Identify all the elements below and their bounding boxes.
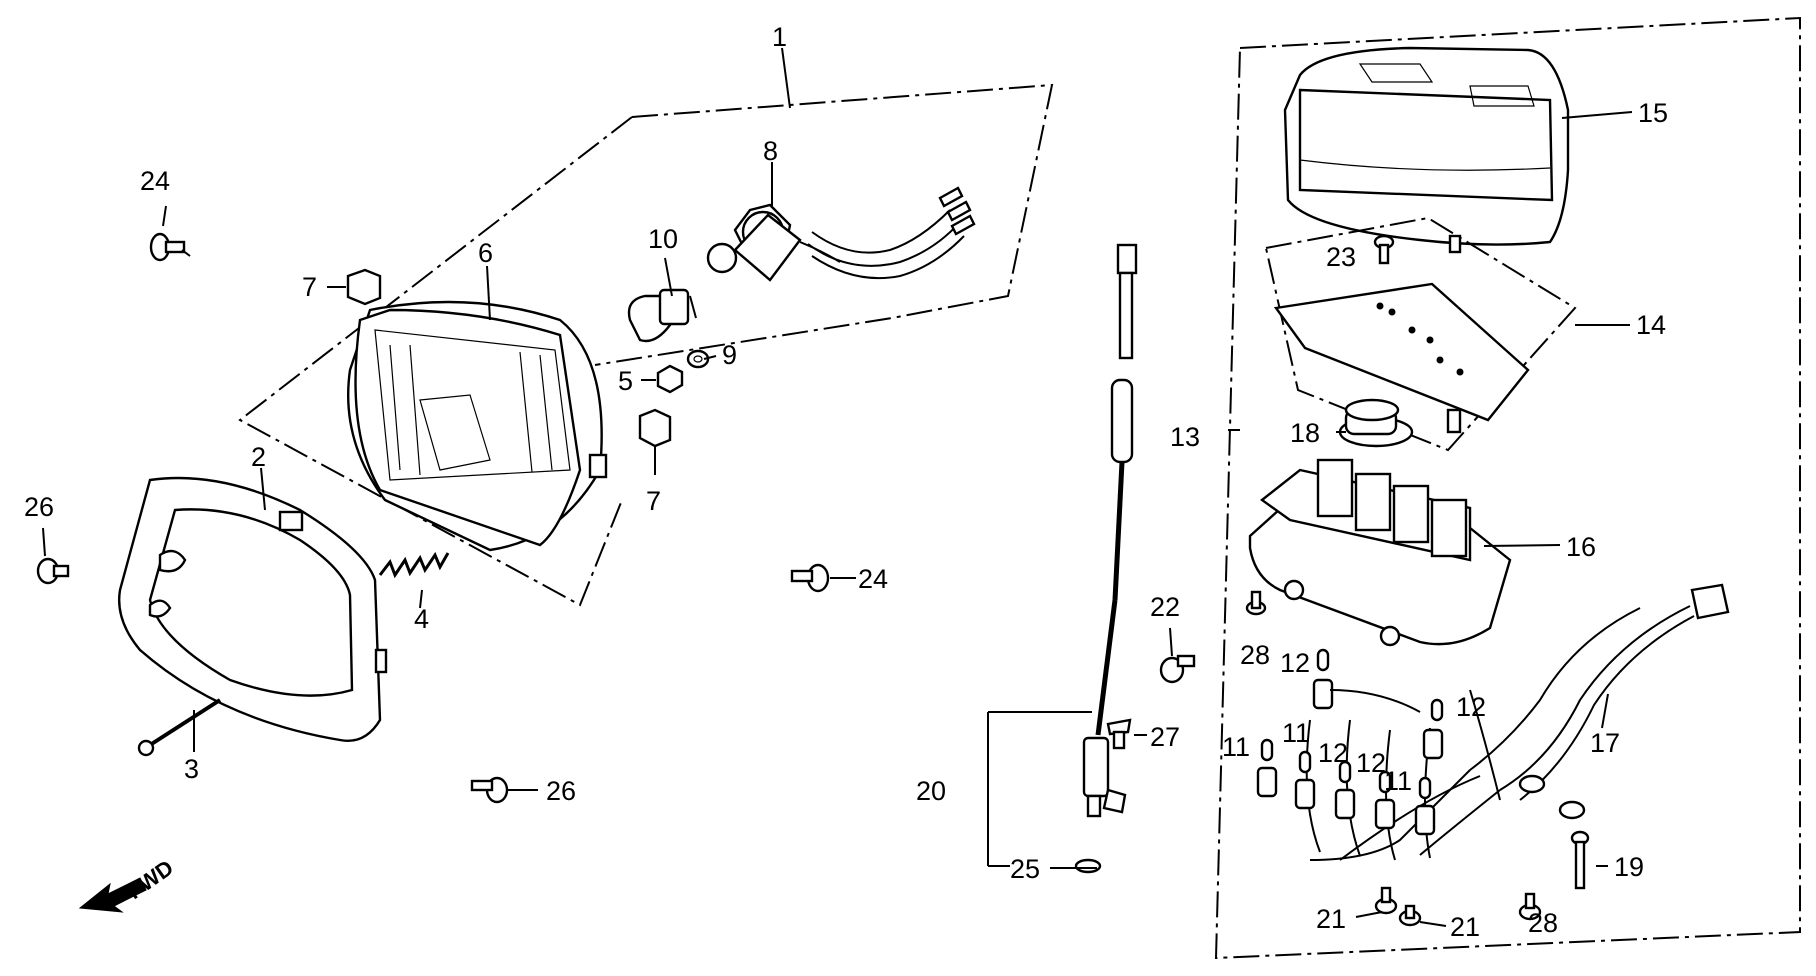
callout-22: 22 (1150, 592, 1180, 622)
wire-harness (1305, 583, 1730, 861)
callout-6: 6 (478, 238, 493, 268)
speedometer-cable (1082, 243, 1138, 818)
callout-9: 9 (722, 340, 737, 370)
screw-28-upper (1245, 590, 1267, 616)
bolt-22 (1159, 654, 1196, 684)
forward-arrow-icon: FWD (78, 855, 178, 913)
leader-lines (42, 111, 1633, 927)
bolt-19 (1570, 830, 1590, 890)
callout-1: 1 (772, 22, 787, 52)
callout-11-b: 11 (1282, 718, 1310, 748)
callout-12-c: 12 (1318, 738, 1348, 768)
nut-5 (656, 364, 684, 394)
callout-7-upper: 7 (302, 272, 317, 302)
callout-16: 16 (1566, 532, 1596, 562)
callout-24-lower: 24 (858, 564, 888, 594)
callout-25: 25 (1010, 854, 1040, 884)
callout-28-upper: 28 (1240, 640, 1270, 670)
callout-23: 23 (1326, 242, 1356, 272)
callout-12-a: 12 (1280, 648, 1310, 678)
callout-26-bottom: 26 (546, 776, 576, 806)
callout-19: 19 (1614, 852, 1644, 882)
screw-21-right (1398, 904, 1422, 927)
grommet-9 (686, 349, 710, 369)
headlight-unit (346, 300, 608, 552)
rim-screw (137, 698, 222, 757)
bolt-26-bottom (470, 776, 509, 804)
callout-18: 18 (1290, 418, 1320, 448)
illumination-socket (1338, 398, 1414, 448)
callout-21-right: 21 (1450, 912, 1480, 942)
callout-12-b: 12 (1456, 692, 1486, 722)
callout-13: 13 (1170, 422, 1200, 452)
callout-28-lower: 28 (1528, 908, 1558, 938)
callout-12-d: 12 (1356, 748, 1386, 778)
meter-assembly-outline (1214, 16, 1801, 960)
meter-lower-case (1248, 458, 1512, 647)
cable-bracket (987, 711, 1092, 867)
small-bulbs (1260, 648, 1444, 800)
bulb-socket (706, 186, 976, 282)
callout-8: 8 (763, 136, 778, 166)
callout-21-left: 21 (1316, 904, 1346, 934)
headlight-bulb (627, 288, 697, 343)
screw-28-lower (1518, 892, 1542, 921)
bulb-sockets (1256, 678, 1444, 836)
callout-7-lower: 7 (646, 486, 661, 516)
clip-nut-7-upper (346, 268, 382, 306)
callout-11-a: 11 (1222, 732, 1250, 762)
callout-17: 17 (1590, 728, 1620, 758)
callout-3: 3 (184, 754, 199, 784)
screw-21-left (1374, 886, 1398, 915)
callout-4: 4 (414, 604, 429, 634)
bolt-26-left (36, 557, 70, 585)
fwd-label: FWD (123, 855, 178, 904)
bolt-24-upper (149, 232, 191, 262)
screw-23 (1373, 234, 1395, 265)
callout-26-left: 26 (24, 492, 54, 522)
adjuster-spring (378, 551, 450, 579)
callout-labels: 1 2 3 4 5 6 7 7 8 9 10 24 24 26 26 20 25… (24, 22, 1668, 942)
bolt-24-lower (790, 563, 830, 593)
callout-10: 10 (648, 224, 678, 254)
circuit-board (1264, 216, 1577, 452)
callout-5: 5 (618, 366, 633, 396)
callout-27: 27 (1150, 722, 1180, 752)
clip-nut-7-lower (638, 408, 672, 448)
meter-case-cover (1283, 46, 1570, 246)
callout-15: 15 (1638, 98, 1668, 128)
headlight-rim (118, 476, 388, 742)
callout-24-upper: 24 (140, 166, 170, 196)
washer-25 (1074, 858, 1102, 874)
bolt-27 (1106, 718, 1132, 750)
callout-14: 14 (1636, 310, 1666, 340)
callout-2: 2 (251, 442, 266, 472)
callout-11-c: 11 (1384, 766, 1412, 796)
callout-20: 20 (916, 776, 946, 806)
